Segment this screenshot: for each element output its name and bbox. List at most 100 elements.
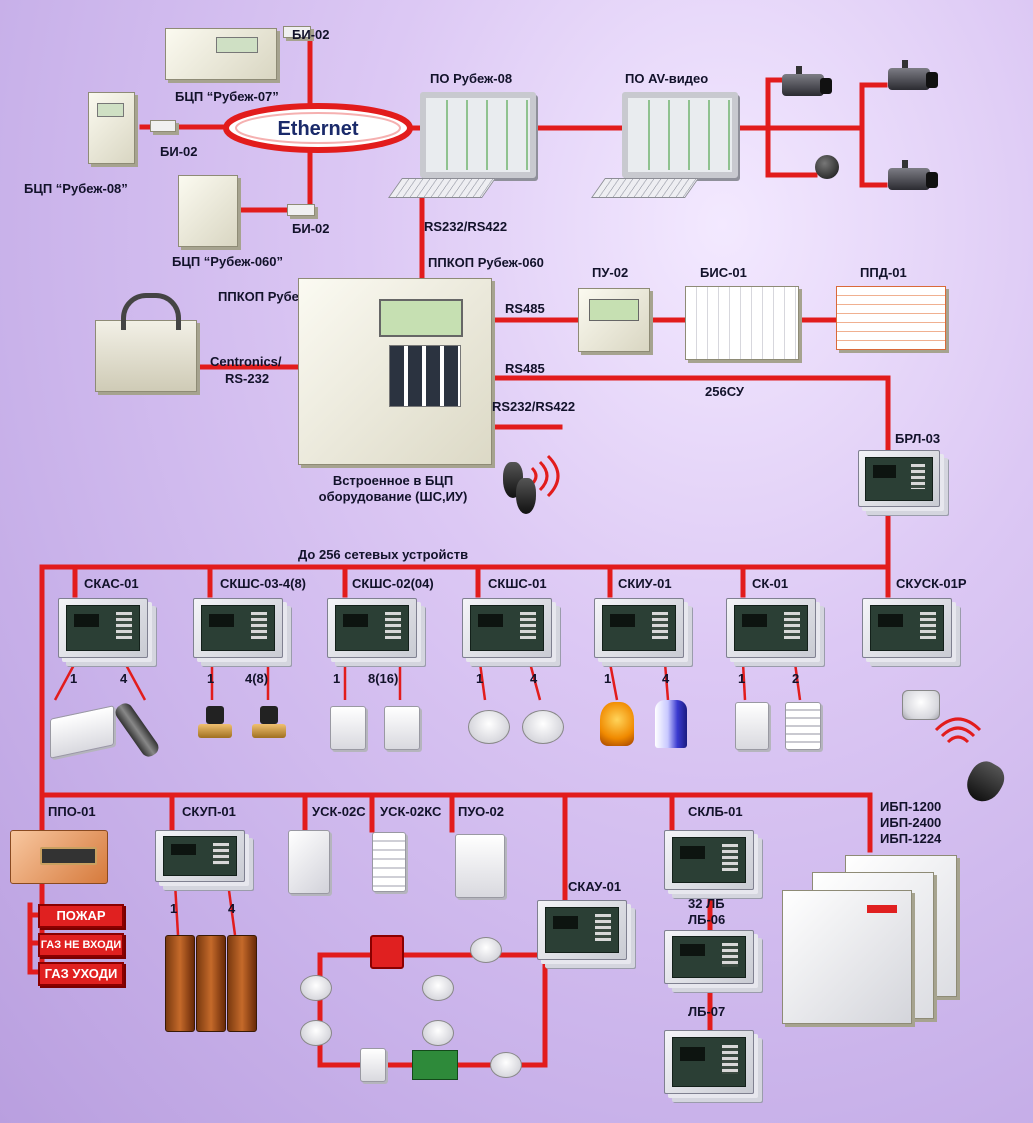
skup01-module (155, 830, 245, 882)
bcp-08-label: БЦП “Рубеж-08” (24, 181, 128, 196)
skshs02-module (327, 598, 417, 658)
bcp-08-display (97, 103, 124, 117)
video-camera-icon (888, 160, 940, 192)
wire-bi-low (237, 147, 313, 213)
channel-number: 4 (662, 671, 670, 686)
ibp1200-label: ИБП-1200 (880, 799, 942, 814)
wire-bottom-bus (39, 792, 873, 853)
lead-sk-1 (741, 662, 747, 701)
skup01-label: СКУП-01 (182, 804, 236, 819)
ppd01-device (836, 286, 946, 350)
module-label: СКУСК-01Р (896, 576, 967, 591)
po-rubezh-label: ПО Рубеж-08 (430, 71, 513, 86)
sk01-module (726, 598, 816, 658)
bi02-mid-label: БИ-02 (160, 144, 198, 159)
bis01-device (685, 286, 799, 360)
po-rubezh-keyboard (387, 178, 497, 198)
video-camera-icon (888, 60, 940, 92)
solenoid-valve-icon (198, 706, 232, 740)
address-module-icon (360, 1048, 386, 1082)
builtin-line1: Встроенное в БЦП (332, 473, 454, 488)
sklb01-module (664, 830, 754, 890)
warning-sign-gas-leave: ГАЗ УХОДИ (38, 962, 124, 986)
bcp-07-label: БЦП “Рубеж-07” (175, 89, 279, 104)
radio-wave-2 (538, 460, 549, 492)
ppo01-device (10, 830, 108, 884)
pu02-label: ПУ-02 (592, 265, 629, 280)
channel-number: 4(8) (245, 671, 269, 686)
bcp-rubezh-07-device (165, 28, 277, 80)
bi02-low-label: БИ-02 (292, 221, 330, 236)
address-relay-board-icon (412, 1050, 458, 1080)
puo02-device (455, 834, 505, 898)
skusk01r-module (862, 598, 952, 658)
module-label: СК-01 (752, 576, 789, 591)
po-video-monitor (622, 92, 738, 178)
usk02ks-label: УСК-02КС (380, 804, 442, 819)
radio-wave-4 (946, 735, 970, 744)
lb07-module (664, 1030, 754, 1094)
bcp-rubezh-08-device (88, 92, 135, 164)
address-smoke-detector-icon (300, 975, 332, 1001)
warning-sign-fire: ПОЖАР (38, 904, 124, 928)
skiu01-module (594, 598, 684, 658)
skau01-label: СКАУ-01 (568, 879, 622, 894)
ppo01-label: ППО-01 (48, 804, 96, 819)
address-smoke-detector-icon (422, 1020, 454, 1046)
rs232-rs422-label: RS232/RS422 (492, 399, 576, 414)
wire-address-loop (317, 952, 548, 1068)
wire-rs485-brl (487, 375, 891, 453)
bcp-rubezh-060-device (178, 175, 238, 247)
po-rubezh-monitor (420, 92, 536, 178)
bus-title: До 256 сетевых устройств (298, 547, 469, 562)
module-label: СКАС-01 (84, 576, 139, 591)
lead-skup-4 (226, 882, 237, 936)
usk02s-label: УСК-02С (312, 804, 366, 819)
ppkop-rubezh-08-cabinet (298, 278, 492, 465)
siren-icon (655, 700, 687, 748)
address-smoke-detector-icon (470, 937, 502, 963)
contactor-icon (196, 935, 226, 1032)
address-smoke-detector-icon (490, 1052, 522, 1078)
builtin-line2: оборудование (ШС,ИУ) (318, 489, 468, 504)
channel-number: 4 (530, 671, 538, 686)
channel-number: 1 (738, 671, 746, 686)
ethernet-ring (223, 103, 413, 153)
channel-number: 1 (70, 671, 78, 686)
panel-keypad (389, 345, 461, 407)
warning-beacon-icon (600, 702, 634, 746)
printer-device (95, 293, 197, 392)
motion-detector-icon (384, 706, 420, 750)
module-label: СКШС-03-4(8) (220, 576, 307, 591)
channel-number: 4 (120, 671, 128, 686)
radio-wave-6 (934, 717, 982, 732)
sklb01-label: СКЛБ-01 (688, 804, 743, 819)
po-video-keyboard (590, 178, 700, 198)
rs232-rs422-top-label: RS232/RS422 (424, 219, 508, 234)
channel-number: 1 (476, 671, 484, 686)
channel-number: 1 (333, 671, 341, 686)
channel-number: 2 (792, 671, 800, 686)
motion-detector-icon (330, 706, 366, 750)
module-label: СКШС-02(04) (352, 576, 434, 591)
pu02-display (589, 299, 639, 321)
address-smoke-detector-icon (422, 975, 454, 1001)
keyfob-icon (516, 478, 536, 514)
panel-display (379, 299, 463, 337)
skshs01-module (462, 598, 552, 658)
usk02s-card-reader (288, 830, 330, 894)
lead-sk-2 (793, 662, 802, 701)
ethernet-label: Ethernet (277, 118, 359, 140)
video-camera-icon (782, 66, 834, 98)
keypad-icon (785, 702, 821, 750)
channel-number: 1 (207, 671, 215, 686)
printer-paper-holder (121, 293, 181, 330)
module-label: СКШС-01 (488, 576, 547, 591)
ups-logo-stripe (867, 905, 897, 913)
usk02ks-keypad (372, 832, 406, 892)
ppd01-label: ППД-01 (860, 265, 907, 280)
bcp-07-display (216, 37, 258, 53)
lead-skas-4 (123, 662, 147, 701)
solenoid-valve-icon (252, 706, 286, 740)
channel-number: 1 (604, 671, 612, 686)
